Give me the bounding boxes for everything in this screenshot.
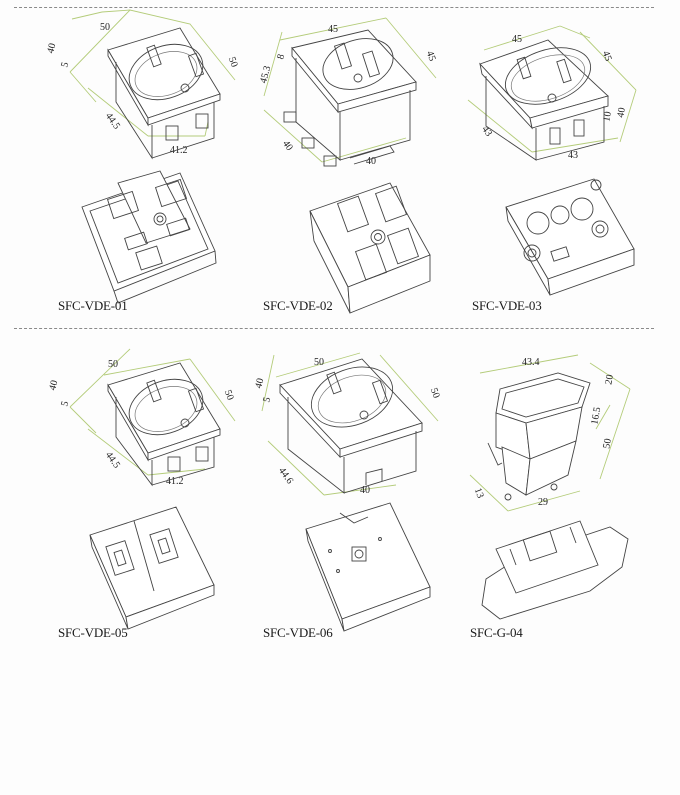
dim-top-width: 45 xyxy=(328,24,338,35)
model-label: SFC-VDE-03 xyxy=(472,298,542,313)
socket-front-drawing: 45 45 10 40 43 43 xyxy=(467,25,637,161)
socket-rear-drawing xyxy=(89,506,215,630)
dim-height: 45.3 xyxy=(258,65,273,85)
dim-height: 40 xyxy=(615,107,628,119)
dim-body-width: 40 xyxy=(360,485,370,496)
socket-front-drawing: 50 40 5 50 44.5 41.2 xyxy=(45,9,240,160)
dim-flange: 8 xyxy=(275,53,287,61)
dim-body-depth: 44.5 xyxy=(103,111,122,132)
dim-flange: 5 xyxy=(59,400,71,408)
dim-base-width: 40 xyxy=(366,156,376,167)
dim-top-width: 43.4 xyxy=(522,357,540,368)
dim-base-width: 29 xyxy=(538,497,548,508)
dim-base-depth: 40 xyxy=(280,138,295,153)
model-label: SFC-G-04 xyxy=(470,625,523,640)
dim-side: 20 xyxy=(603,374,616,386)
dim-side: 45 xyxy=(424,50,438,63)
dim-height: 50 xyxy=(601,438,614,450)
inlet-rear-drawing xyxy=(481,520,629,620)
inlet-front-drawing: 43.4 20 16.5 50 13 29 xyxy=(469,354,631,512)
dim-side: 50 xyxy=(222,389,236,402)
dim-height: 40 xyxy=(45,42,58,55)
model-label: SFC-VDE-05 xyxy=(58,625,128,640)
dim-pin-offset: 13 xyxy=(472,487,486,500)
dim-flange: 10 xyxy=(601,111,614,123)
dim-side: 50 xyxy=(226,56,240,69)
dim-flange-height: 16.5 xyxy=(589,406,603,425)
middle-divider xyxy=(14,328,654,329)
product-sfc-vde-03: 45 45 10 40 43 43 SFC-VDE-03 xyxy=(450,10,670,330)
dim-top-width: 50 xyxy=(314,357,324,368)
dim-side: 50 xyxy=(428,387,442,400)
dim-side: 45 xyxy=(600,50,614,63)
dim-top-width: 45 xyxy=(512,34,522,45)
model-label: SFC-VDE-01 xyxy=(58,298,128,313)
dim-body-width: 41.2 xyxy=(166,476,184,487)
dim-flange: 5 xyxy=(261,396,273,404)
dim-height: 40 xyxy=(253,377,266,390)
dim-top-width: 50 xyxy=(108,359,118,370)
socket-rear-drawing xyxy=(81,170,217,304)
top-divider xyxy=(14,7,654,8)
socket-front-drawing: 45 8 45.3 45 40 40 xyxy=(258,17,438,167)
dim-body-depth: 44.6 xyxy=(276,465,295,486)
dim-top-width: 50 xyxy=(100,22,110,33)
model-label: SFC-VDE-06 xyxy=(263,625,333,640)
socket-rear-drawing xyxy=(309,182,431,314)
model-label: SFC-VDE-02 xyxy=(263,298,333,313)
socket-front-drawing: 50 40 5 50 44.5 41.2 xyxy=(47,348,236,487)
dim-body-width: 41.2 xyxy=(170,145,188,156)
socket-rear-drawing xyxy=(305,502,431,632)
socket-rear-drawing xyxy=(505,178,635,296)
dim-height: 40 xyxy=(47,379,60,392)
product-sfc-vde-05: 50 40 5 50 44.5 41.2 SFC-VDE-05 xyxy=(30,345,250,665)
dim-flange: 5 xyxy=(59,61,71,69)
product-sfc-g-04: 43.4 20 16.5 50 13 29 SFC-G-04 xyxy=(450,345,670,665)
product-sfc-vde-02: 45 8 45.3 45 40 40 SFC-VDE-02 xyxy=(240,10,460,330)
dim-body-width: 43 xyxy=(568,150,578,161)
socket-front-drawing: 50 40 5 50 44.6 40 xyxy=(253,352,442,496)
product-sfc-vde-01: 50 40 5 50 44.5 41.2 SFC-VDE-01 xyxy=(30,9,250,330)
product-sfc-vde-06: 50 40 5 50 44.6 40 SFC-VDE-06 xyxy=(240,345,460,665)
